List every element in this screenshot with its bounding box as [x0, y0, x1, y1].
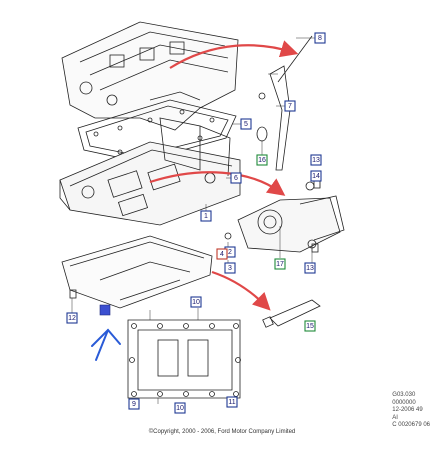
callout-label: 12 [68, 315, 76, 322]
copyright-notice: ©Copyright, 2000 - 2006, Ford Motor Comp… [148, 429, 296, 435]
callout-label: 13 [312, 157, 320, 164]
callout-13: 13 [310, 154, 322, 166]
callout-label: 17 [276, 261, 284, 268]
callout-10: 10 [174, 402, 186, 414]
callout-8: 8 [314, 32, 326, 44]
highlighted-part-marker [99, 304, 111, 316]
callout-label: 1 [204, 213, 208, 220]
bolt-pattern-view [127, 319, 241, 399]
callout-label: 7 [288, 103, 292, 110]
callout-label: 13 [306, 265, 314, 272]
callout-label: 4 [220, 251, 224, 258]
engine-block [61, 21, 239, 131]
callout-15: 15 [304, 320, 316, 332]
callout-label: 16 [258, 157, 266, 164]
callout-label: 5 [244, 121, 248, 128]
callout-label: 2 [228, 249, 232, 256]
callout-13: 13 [304, 262, 316, 274]
callout-14: 14 [310, 170, 322, 182]
meta-line: 0000000 [392, 399, 416, 406]
meta-line: C 0020679 06 [392, 422, 430, 429]
callout-label: 3 [228, 265, 232, 272]
red-arrow-to-sealant [211, 270, 271, 311]
red-arrow-to-dipstick [169, 40, 299, 69]
meta-line: G03.030 [392, 392, 416, 398]
meta-line: 12-2006 49 [392, 407, 423, 414]
callout-5: 5 [240, 118, 252, 130]
red-arrows [149, 40, 299, 311]
callout-16: 16 [256, 154, 268, 166]
red-arrow-to-filter [149, 171, 286, 196]
lower-oil-pan [61, 235, 213, 309]
callout-4: 4 [216, 248, 228, 260]
callout-label: 15 [306, 323, 314, 330]
callout-9: 9 [128, 398, 140, 410]
callout-label: 6 [234, 175, 238, 182]
handwritten-arrow [91, 328, 121, 361]
callout-label: 10 [192, 299, 200, 306]
callout-label: 9 [132, 401, 136, 408]
callout-12: 12 [66, 312, 78, 324]
callout-label: 14 [312, 173, 320, 180]
callout-label: 11 [228, 399, 235, 406]
callout-11: 11 [226, 396, 238, 408]
drawing-reference-block: G03.030 0000000 12-2006 49 AI C 0020679 … [392, 392, 430, 430]
sealant-tube [262, 299, 321, 328]
callout-6: 6 [230, 172, 242, 184]
meta-line: AI [392, 414, 398, 421]
callout-7: 7 [284, 100, 296, 112]
callout-1: 1 [200, 210, 212, 222]
callout-label: 10 [176, 405, 184, 412]
callout-3: 3 [224, 262, 236, 274]
callout-10: 10 [190, 296, 202, 308]
callout-label: 8 [318, 35, 322, 42]
oil-filter-housing [224, 181, 345, 253]
upper-oil-pan [59, 117, 241, 226]
callout-17: 17 [274, 258, 286, 270]
